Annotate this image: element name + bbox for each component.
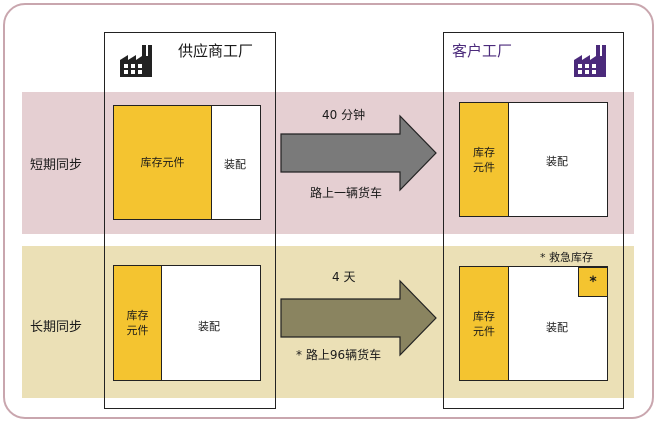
short-transit-time: 40 分钟: [322, 108, 366, 122]
supplier-short-inventory: 库存元件: [114, 106, 212, 219]
emergency-stock-label: * 救急库存: [540, 251, 593, 264]
short-transit-arrow: [280, 114, 437, 192]
customer-factory-icon: [574, 45, 606, 77]
long-transit-note: * 路上96辆货车: [296, 348, 382, 362]
customer-long-assembly: 装配: [546, 321, 568, 334]
supplier-long-assembly: 装配: [198, 320, 220, 333]
short-transit-note: 路上一辆货车: [310, 186, 383, 200]
customer-factory-title: 客户工厂: [452, 42, 513, 60]
emergency-stock-box: *: [578, 267, 608, 297]
customer-short-assembly: 装配: [546, 155, 568, 168]
supplier-short-box: 库存元件 装配: [113, 105, 261, 220]
customer-short-inventory: 库存 元件: [460, 103, 509, 216]
supplier-factory-title: 供应商工厂: [178, 42, 254, 60]
customer-long-inventory: 库存 元件: [460, 267, 509, 380]
customer-factory: [443, 32, 624, 409]
long-transit-time: 4 天: [332, 270, 356, 284]
supplier-factory-icon: [120, 45, 152, 77]
supplier-long-inventory: 库存 元件: [114, 266, 162, 380]
supplier-short-assembly: 装配: [224, 158, 246, 171]
supplier-long-box: 库存 元件 装配: [113, 265, 261, 381]
supplier-factory: [104, 32, 276, 409]
short-sync-label: 短期同步: [30, 158, 83, 173]
long-transit-arrow: [280, 279, 437, 357]
customer-short-box: 库存 元件 装配: [459, 102, 608, 217]
long-sync-label: 长期同步: [30, 320, 83, 335]
